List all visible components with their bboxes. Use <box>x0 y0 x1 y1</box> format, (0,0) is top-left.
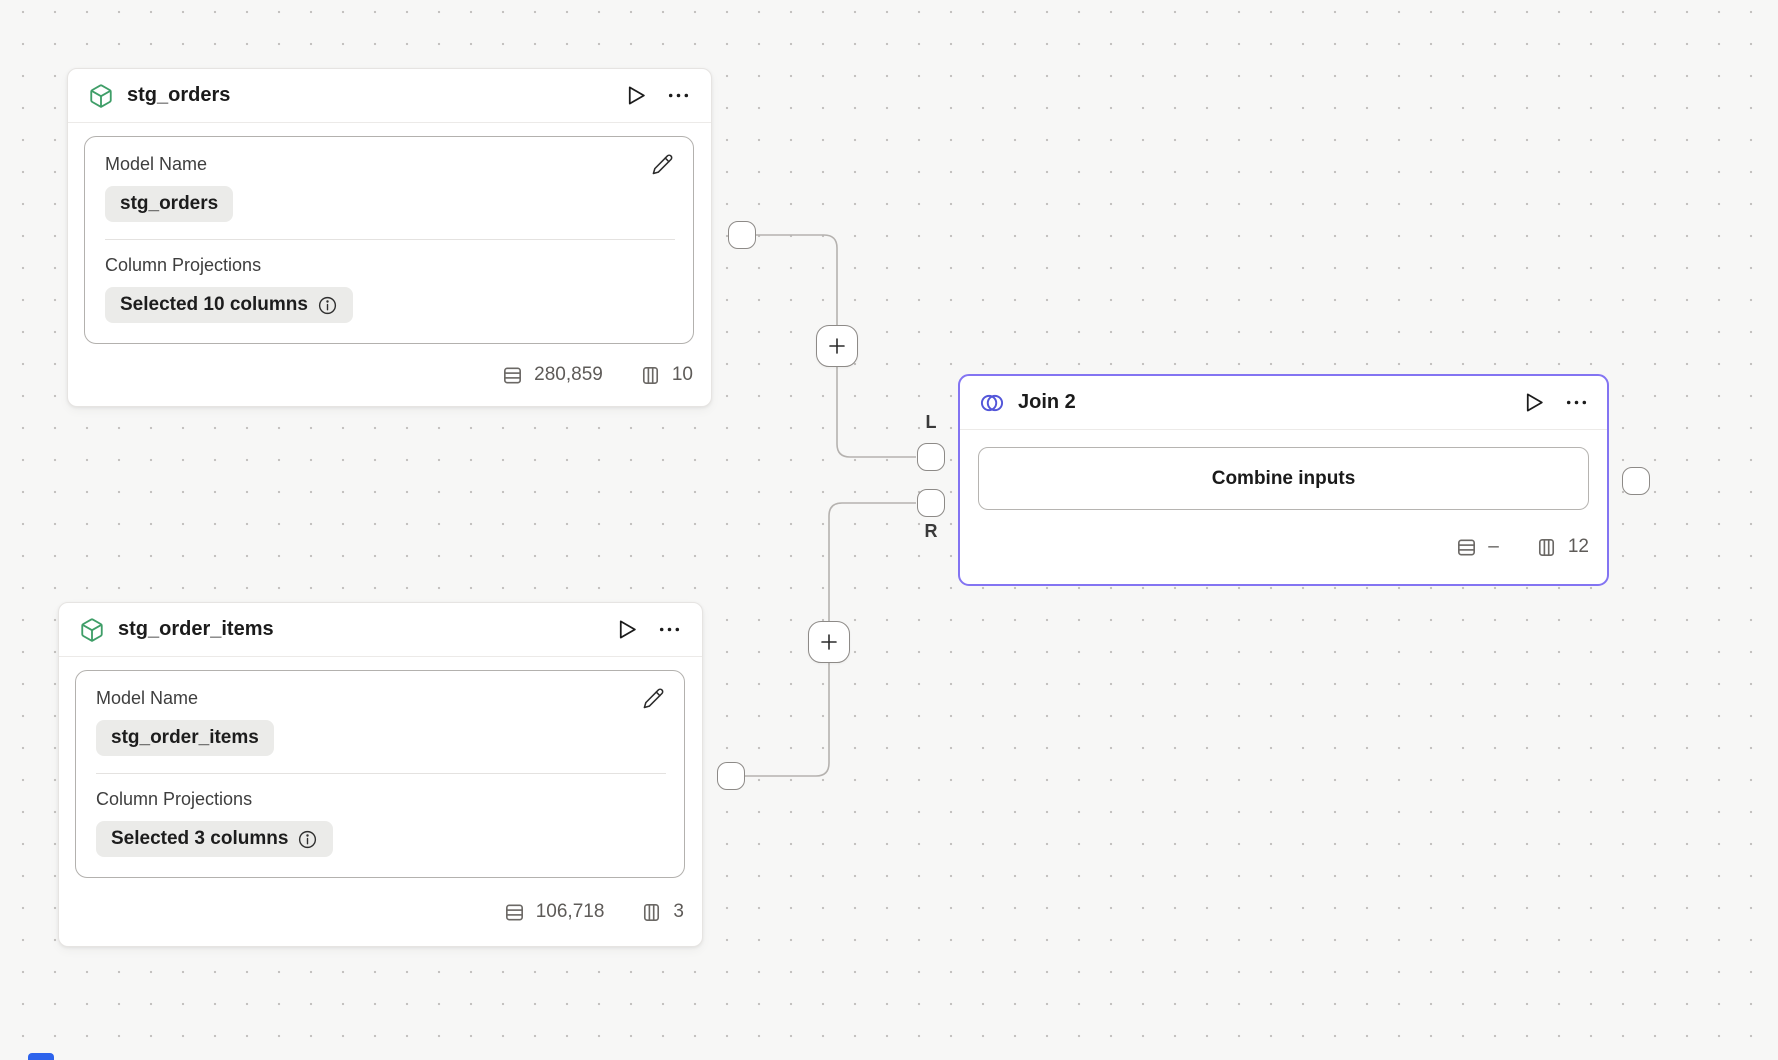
node-stg-orders[interactable]: stg_orders Model Name stg_orders Column … <box>67 68 712 407</box>
info-icon <box>318 296 337 314</box>
add-node-on-edge-top-button[interactable] <box>816 325 858 367</box>
edit-pencil-icon[interactable] <box>651 153 674 176</box>
run-node-button[interactable] <box>623 83 648 108</box>
port-stg-orders-output[interactable] <box>728 221 756 249</box>
cube-icon <box>90 83 112 108</box>
add-node-on-edge-bottom-button[interactable] <box>808 621 850 663</box>
play-icon <box>1526 393 1543 412</box>
run-node-button[interactable] <box>1521 390 1546 415</box>
play-icon <box>619 620 636 639</box>
node-stg-orders-body: Model Name stg_orders Column Projections… <box>68 123 711 344</box>
model-config-card: Model Name stg_orders Column Projections… <box>84 136 694 344</box>
card-divider <box>96 773 666 774</box>
row-count-icon <box>504 366 522 384</box>
cube-icon <box>81 617 103 642</box>
model-name-chip-text: stg_orders <box>120 193 219 214</box>
column-projections-label: Column Projections <box>96 789 253 809</box>
run-node-button[interactable] <box>614 617 639 642</box>
combine-inputs-button[interactable]: Combine inputs <box>978 447 1589 510</box>
card-divider <box>105 239 675 240</box>
column-projections-chip-text: Selected 3 columns <box>111 828 289 849</box>
ellipsis-icon <box>668 93 689 98</box>
column-count: 10 <box>671 364 693 385</box>
column-projections-chip-text: Selected 10 columns <box>120 294 308 315</box>
node-stg-order-items-header: stg_order_items <box>59 603 702 657</box>
column-count-icon <box>644 903 660 921</box>
port-label-right: R <box>924 521 938 541</box>
node-stg-order-items[interactable]: stg_order_items Model Name stg_order_ite… <box>58 602 703 947</box>
info-icon <box>299 830 317 848</box>
port-join-right-input[interactable] <box>917 489 945 517</box>
column-count: 12 <box>1567 536 1589 557</box>
node-join-2-stats: – 12 <box>960 510 1607 584</box>
row-count: – <box>1488 536 1499 557</box>
port-join-left-input[interactable] <box>917 443 945 471</box>
edit-pencil-icon[interactable] <box>642 687 665 710</box>
column-count-icon <box>642 366 658 384</box>
row-count: 280,859 <box>534 364 603 385</box>
join-circles-icon <box>980 394 1004 411</box>
node-menu-button[interactable] <box>1564 390 1589 415</box>
node-title: Join 2 <box>1018 391 1076 413</box>
ellipsis-icon <box>1566 400 1587 405</box>
node-stg-orders-stats: 280,859 10 <box>68 344 711 406</box>
bottom-edge-blue-indicator[interactable] <box>28 1053 54 1060</box>
node-menu-button[interactable] <box>657 617 682 642</box>
node-join-2-body: Combine inputs <box>960 430 1607 510</box>
node-join-2[interactable]: Join 2 Combine inputs – 12 <box>958 374 1609 586</box>
column-count-icon <box>1538 538 1554 556</box>
port-label-left: L <box>925 412 937 432</box>
node-menu-button[interactable] <box>666 83 691 108</box>
column-projections-label: Column Projections <box>105 255 262 275</box>
plus-icon <box>829 338 845 354</box>
row-count-icon <box>1458 538 1476 556</box>
model-name-chip-text: stg_order_items <box>111 727 259 748</box>
node-stg-order-items-stats: 106,718 3 <box>59 878 702 946</box>
model-config-card: Model Name stg_order_items Column Projec… <box>75 670 685 878</box>
model-name-label: Model Name <box>96 688 199 708</box>
column-count: 3 <box>673 901 684 922</box>
ellipsis-icon <box>659 627 680 632</box>
model-name-label: Model Name <box>105 154 208 174</box>
model-name-chip[interactable]: stg_order_items <box>96 720 274 756</box>
row-count: 106,718 <box>535 901 605 922</box>
row-count-icon <box>505 903 523 921</box>
node-join-2-header: Join 2 <box>960 376 1607 430</box>
port-stg-order-items-output[interactable] <box>717 762 745 790</box>
column-projections-chip[interactable]: Selected 10 columns <box>105 287 353 323</box>
node-stg-order-items-body: Model Name stg_order_items Column Projec… <box>59 657 702 878</box>
node-title: stg_order_items <box>118 618 274 640</box>
plus-icon <box>821 634 837 650</box>
column-projections-chip[interactable]: Selected 3 columns <box>96 821 334 857</box>
node-title: stg_orders <box>127 84 231 106</box>
port-join-output[interactable] <box>1622 467 1650 495</box>
play-icon <box>628 86 645 105</box>
model-name-chip[interactable]: stg_orders <box>105 186 234 222</box>
node-stg-orders-header: stg_orders <box>68 69 711 123</box>
